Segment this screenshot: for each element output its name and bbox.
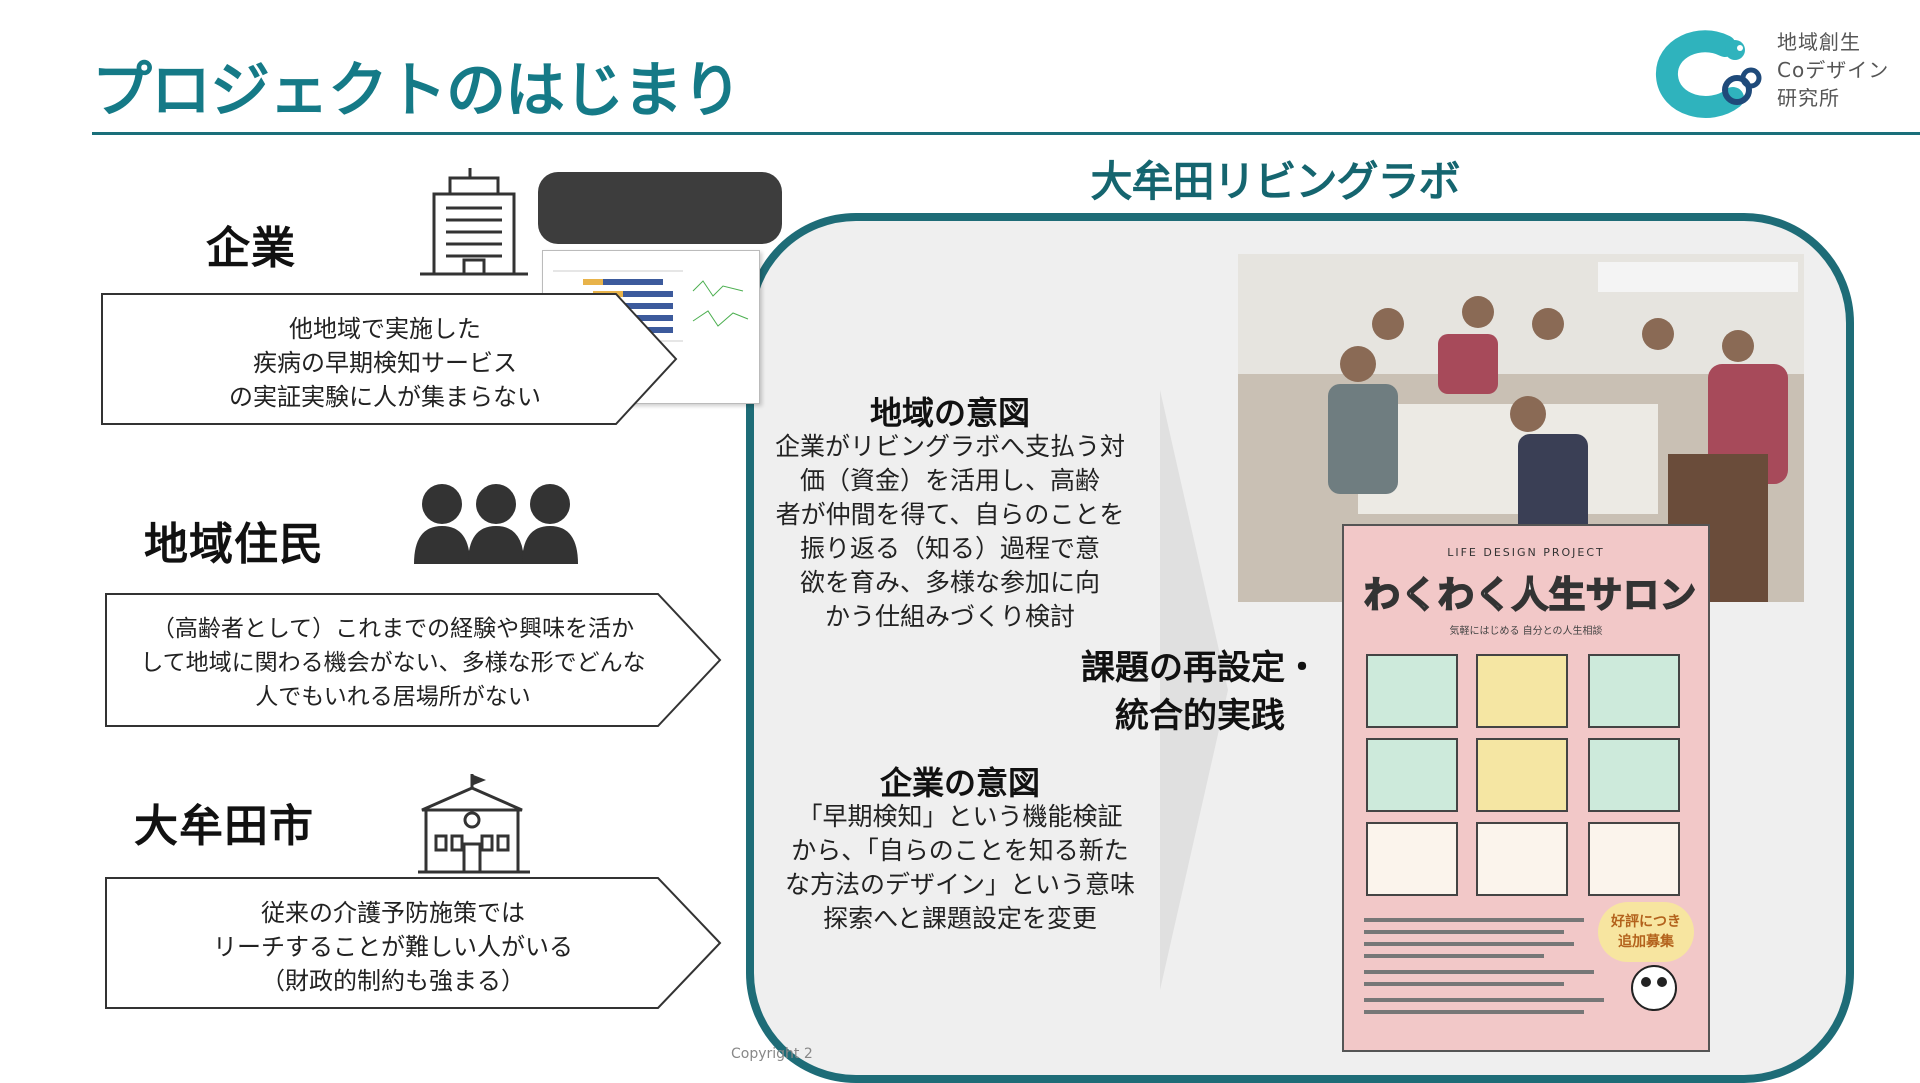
poster-subtitle: 気軽にはじめる 自分との人生相談 [1449, 626, 1603, 637]
company-issue-line-3: の実証実験に人が集まらない [229, 383, 541, 411]
city-issue-pentagon [105, 877, 722, 1009]
poster-badge-line-2: 追加募集 [1618, 934, 1674, 950]
reframing-line-2: 統合的実践 [1115, 696, 1285, 736]
poster-panel [1366, 738, 1458, 812]
city-issue-text: 従来の介護予防施策では リーチすることが難しい人がいる （財政的制約も強まる） [128, 896, 658, 998]
logo-line-1: 地域創生 [1777, 30, 1861, 54]
actor-company-title: 企業 [206, 223, 296, 274]
regional-intent-title: 地域の意図 [869, 394, 1030, 432]
residents-issue-line-1: （高齢者として）これまでの経験や興味を活か [151, 616, 635, 642]
poster-panel [1476, 822, 1568, 896]
regional-intent-line-3: 者が仲間を得て、自らのことを [775, 500, 1125, 529]
company-issue-line-1: 他地域で実施した [289, 315, 481, 343]
page-title: プロジェクトのはじまり [92, 56, 742, 126]
city-hall-icon [418, 774, 530, 874]
regional-intent-line-5: 欲を育み、多様な参加に向 [799, 568, 1100, 597]
actor-city-title: 大牟田市 [134, 801, 314, 852]
city-issue-line-1: 従来の介護予防施策では [261, 899, 525, 927]
residents-issue-pentagon [105, 593, 722, 727]
residents-issue-line-3: 人でもいれる居場所がない [255, 684, 531, 710]
copyright-text: Copyright 2 [731, 1046, 813, 1062]
salon-poster: LIFE DESIGN PROJECT わくわく人生サロン 気軽にはじめる 自分… [1342, 524, 1710, 1052]
poster-badge: 好評につき 追加募集 [1598, 902, 1694, 962]
organization-logo [1655, 28, 1895, 118]
company-intent-line-2: から、「自らのことを知る新た [791, 836, 1129, 865]
poster-panel [1588, 738, 1680, 812]
logo-line-2: Coデザイン [1777, 58, 1890, 82]
poster-title: わくわく人生サロン [1363, 574, 1698, 617]
company-intent-line-4: 探索へと課題設定を変更 [823, 904, 1097, 933]
regional-intent-line-6: かう仕組みづくり検討 [824, 602, 1075, 631]
logo-line-3: 研究所 [1777, 86, 1840, 110]
transition-arrow [1160, 390, 1228, 990]
poster-panel [1588, 822, 1680, 896]
people-group-icon [414, 484, 578, 564]
title-divider [92, 132, 1920, 135]
poster-panel [1588, 654, 1680, 728]
poster-badge-line-1: 好評につき [1611, 914, 1681, 930]
office-building-icon [420, 168, 528, 276]
company-intent-title: 企業の意図 [879, 764, 1040, 802]
poster-panel [1366, 654, 1458, 728]
company-issue-text: 他地域で実施した 疾病の早期検知サービス の実証実験に人が集まらない [170, 312, 600, 414]
regional-intent-text: 企業がリビングラボへ支払う対 価（資金）を活用し、高齢 者が仲間を得て、自らのこ… [770, 430, 1130, 634]
poster-panel [1366, 822, 1458, 896]
residents-issue-text: （高齢者として）これまでの経験や興味を活か して地域に関わる機会がない、多様な形… [118, 612, 668, 714]
regional-intent-line-2: 価（資金）を活用し、高齢 [799, 466, 1100, 495]
logo-text: 地域創生 Coデザイン 研究所 [1777, 28, 1889, 112]
company-issue-line-2: 疾病の早期検知サービス [253, 349, 517, 377]
company-intent-line-1: 「早期検知」という機能検証 [797, 802, 1123, 831]
poster-header: LIFE DESIGN PROJECT [1447, 546, 1605, 559]
poster-panel [1476, 738, 1568, 812]
regional-intent-line-1: 企業がリビングラボへ支払う対 [774, 432, 1125, 461]
company-intent-line-3: な方法のデザイン」という意味 [784, 870, 1135, 899]
city-issue-line-3: （財政的制約も強まる） [261, 967, 525, 995]
residents-issue-line-2: して地域に関わる機会がない、多様な形でどんな [140, 650, 646, 676]
company-issue-pentagon [101, 293, 678, 425]
living-lab-title: 大牟田リビングラボ [1090, 157, 1460, 206]
poster-fine-print [1364, 918, 1677, 1014]
regional-intent-line-4: 振り返る（知る）過程で意 [799, 534, 1100, 563]
actor-residents-title: 地域住民 [144, 519, 324, 570]
sensor-mat-image [538, 172, 782, 244]
poster-panel [1476, 654, 1568, 728]
reframing-line-1: 課題の再設定・ [1081, 648, 1319, 688]
reframing-statement: 課題の再設定・ 統合的実践 [1070, 644, 1330, 740]
company-intent-text: 「早期検知」という機能検証 から、「自らのことを知る新た な方法のデザイン」とい… [780, 800, 1140, 936]
city-issue-line-2: リーチすることが難しい人がいる [213, 933, 573, 961]
